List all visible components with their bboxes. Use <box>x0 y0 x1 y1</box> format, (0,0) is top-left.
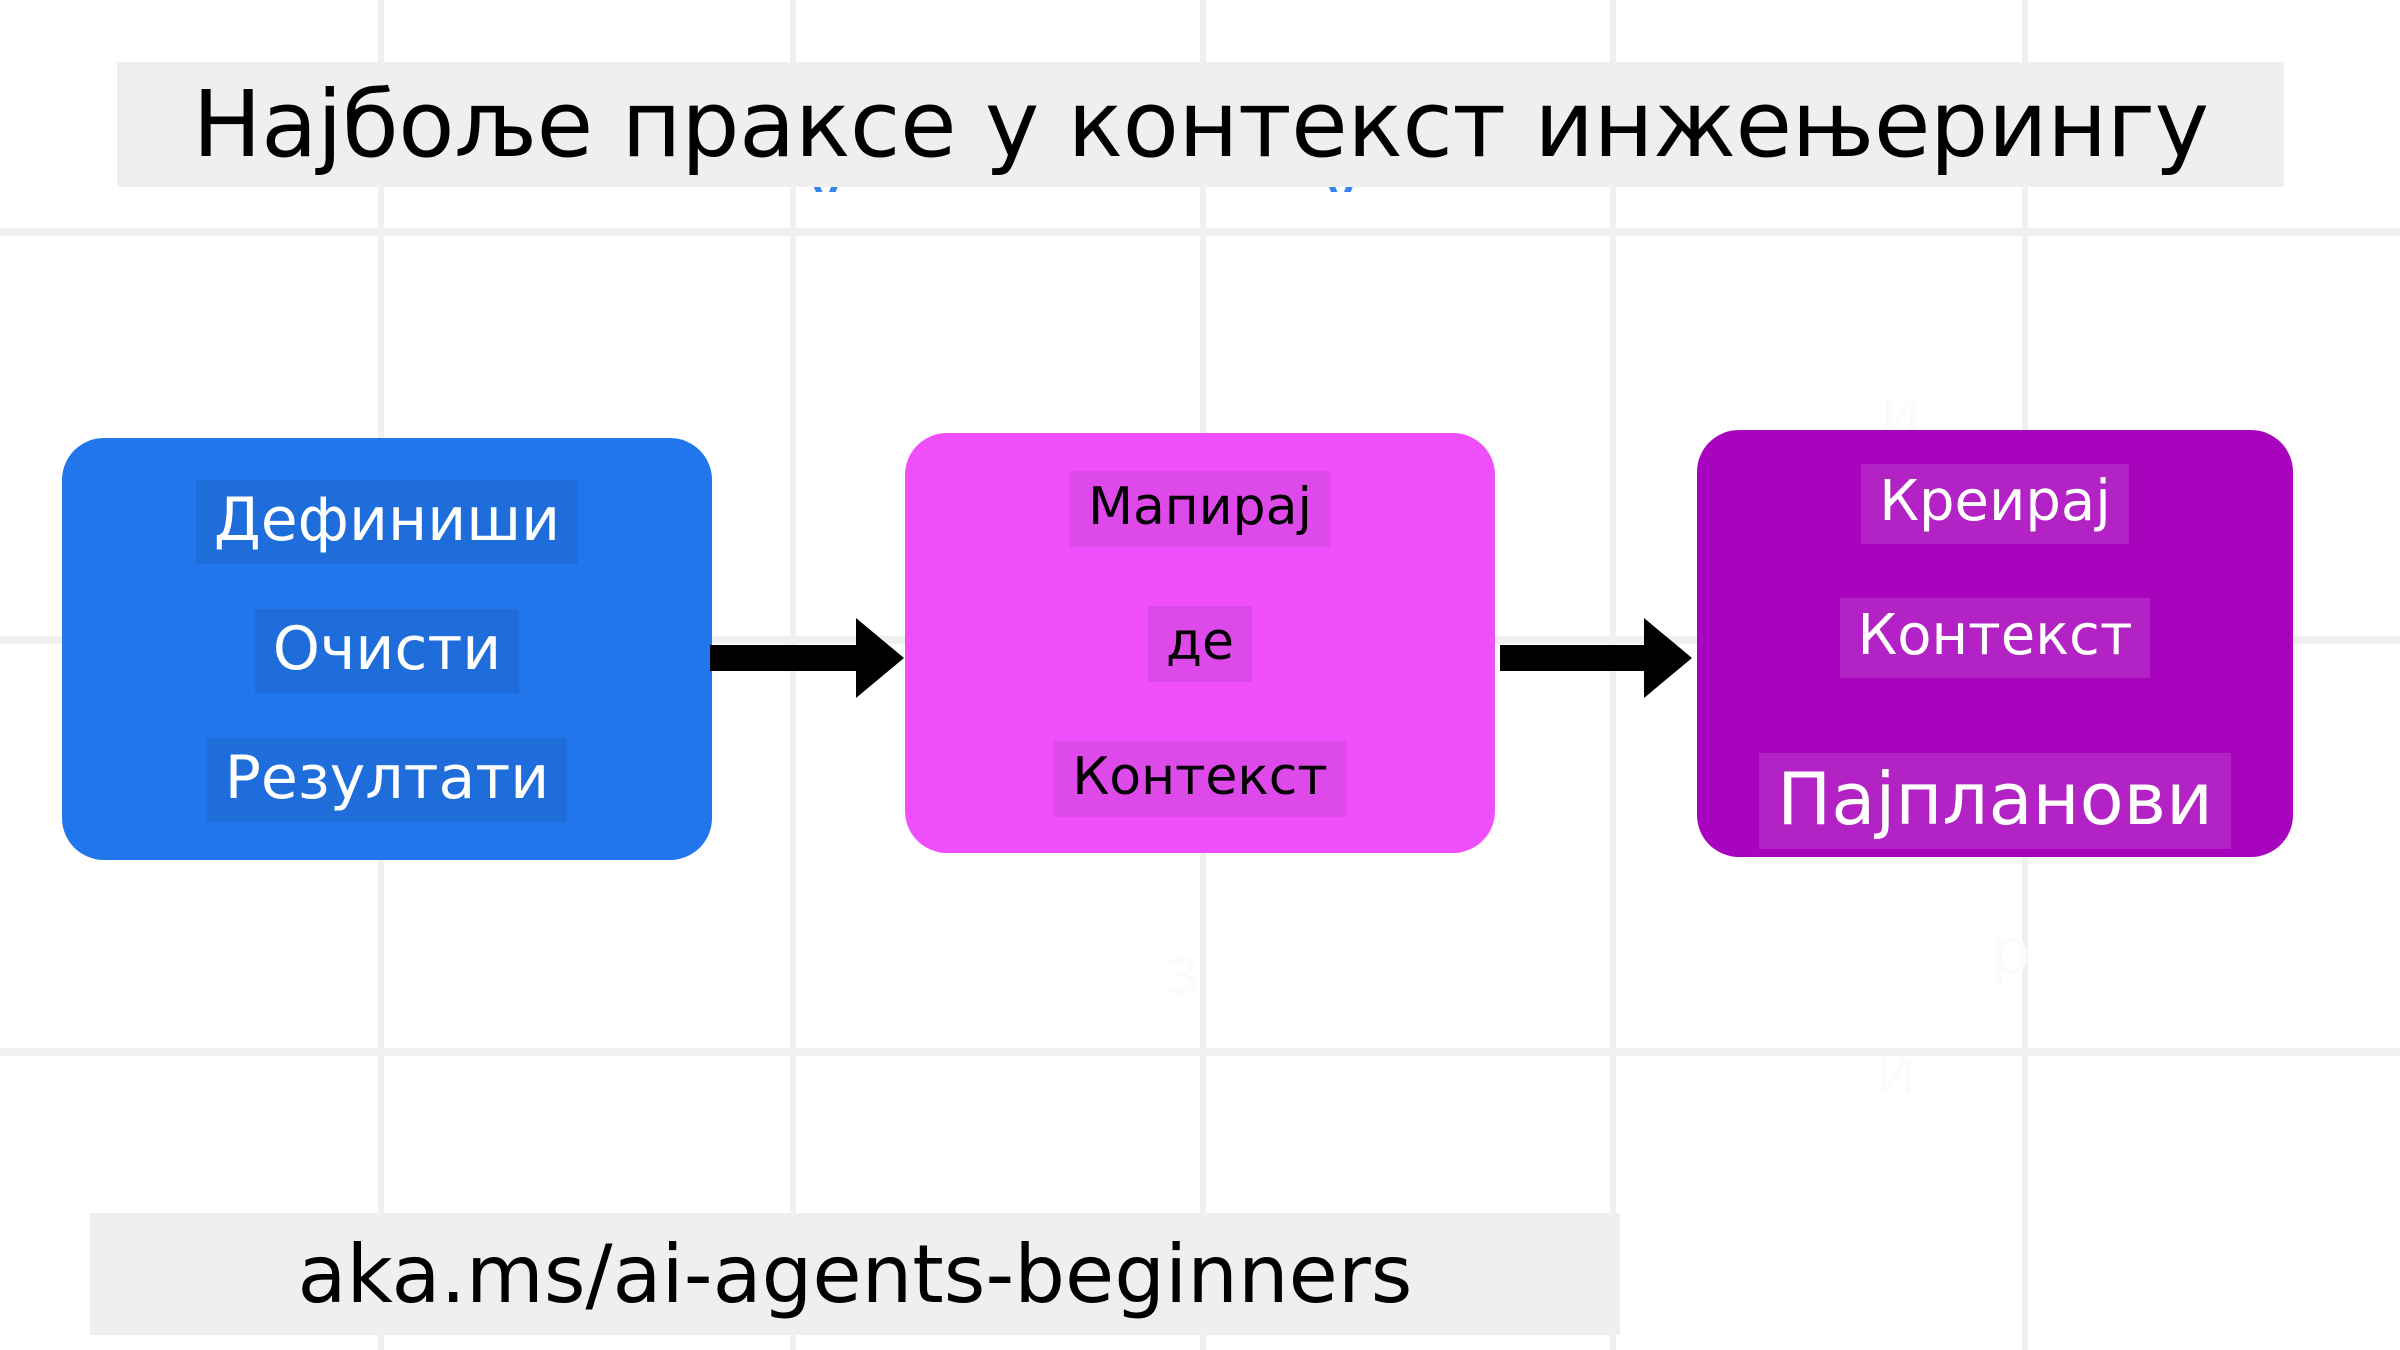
arrow-step2-to-step3-icon <box>1500 645 1646 671</box>
grid-line-horizontal <box>0 228 2400 236</box>
flow-step-line: Креирај <box>1861 464 2129 544</box>
ghost-glyph-faint: р <box>1990 915 2031 989</box>
footer-link[interactable]: aka.ms/ai-agents-beginners <box>297 1227 1413 1321</box>
page-title: Најбоље праксе у контекст инжењерингу <box>192 71 2209 178</box>
flow-step-line: Дефиниши <box>195 480 579 564</box>
ghost-glyph-faint: з <box>1165 935 1200 1009</box>
flow-step-line: Пајпланови <box>1759 753 2231 849</box>
flow-step-line: Контекст <box>1054 741 1346 817</box>
grid-line-vertical <box>1610 0 1616 1350</box>
grid-line-horizontal <box>0 1048 2400 1056</box>
flow-step-line: Резултати <box>206 738 568 822</box>
ghost-glyph-faint: и <box>1875 1035 1917 1109</box>
flow-step-line: де <box>1148 606 1252 682</box>
flow-step-map[interactable]: Мапирај де Контекст <box>905 433 1495 853</box>
arrow-step1-to-step2-icon <box>710 645 858 671</box>
flow-step-line: Очисти <box>254 609 520 693</box>
flow-step-line: Контекст <box>1839 597 2151 678</box>
grid-line-vertical <box>790 0 796 1350</box>
flow-step-create[interactable]: Креирај Контекст Пајпланови <box>1697 430 2293 857</box>
flow-step-line: Мапирај <box>1070 471 1330 547</box>
flow-step-define[interactable]: Дефиниши Очисти Резултати <box>62 438 712 860</box>
footer-banner-background <box>90 1213 1620 1335</box>
